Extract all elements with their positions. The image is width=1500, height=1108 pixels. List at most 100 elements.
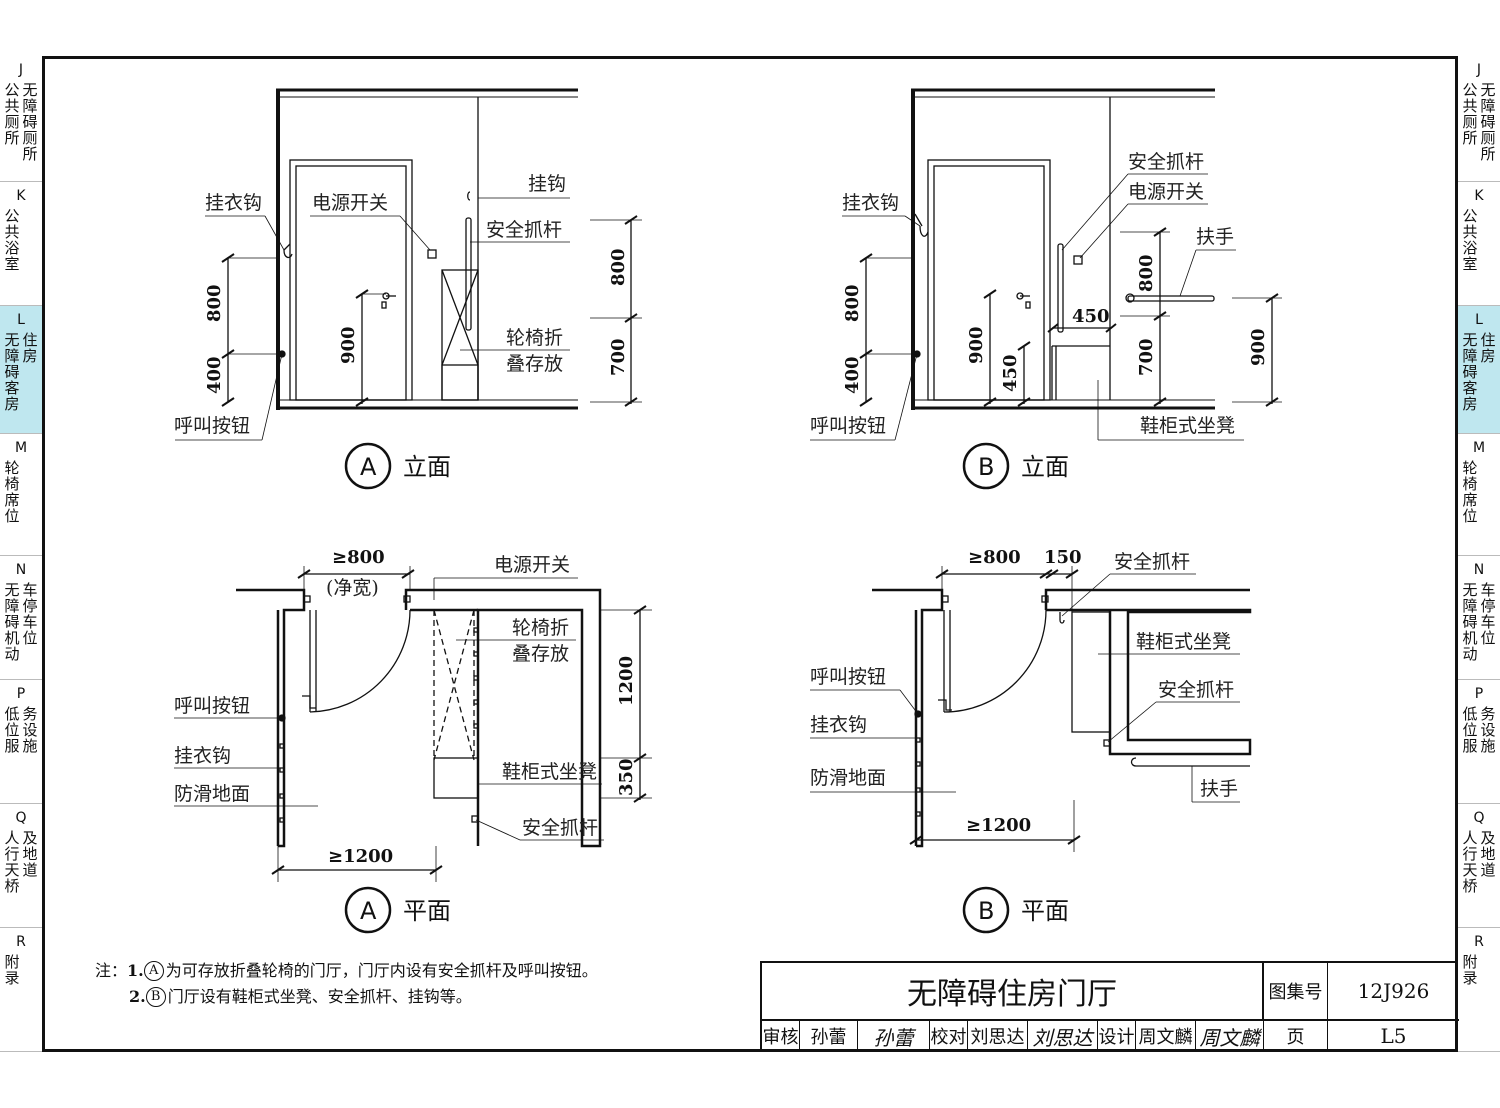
section-tab-label-2: 务设施 [22,705,38,755]
plan-a-caption-circle [344,886,392,934]
section-tab-label: 轮椅席位 [1462,459,1478,525]
section-tab-letter: P [16,686,26,702]
elev-b-handrail-label: 扶手 [1196,226,1234,248]
section-tab-letter: R [16,934,26,950]
plan-a-width-800: ≥800 [332,547,385,568]
elev-b-power-switch-label: 电源开关 [1128,181,1204,203]
atlas-number: 12J926 [1328,963,1459,1021]
checker-name: 刘思达 [968,1021,1028,1051]
plan-b-antislip-label: 防滑地面 [810,767,886,789]
section-tab-label-2: 及地道 [22,829,38,879]
section-tab-label-2: 无障碍厕所 [22,81,38,163]
elev-a-dim-800-left: 800 [204,284,225,322]
section-tab-letter: Q [1473,810,1485,826]
designer-signature: 周文麟 [1196,1021,1264,1051]
section-tab-p[interactable]: P 低位服务设施 [0,680,42,804]
plan-a-coat-hook-label: 挂衣钩 [174,745,231,767]
section-tab-label: 轮椅席位 [4,459,20,525]
plan-a-caption: 平面 [403,897,451,925]
section-tab-n[interactable]: N 无障碍机动车停车位 [0,556,42,680]
section-tab-label-2: 车停车位 [22,581,38,647]
elev-a-call-button-label: 呼叫按钮 [174,415,250,437]
plan-b-width-800: ≥800 [968,547,1021,568]
plan-a-call-button-label: 呼叫按钮 [174,695,250,717]
section-tab-label: 附录 [1462,953,1478,987]
plan-a-wheelchair-label-2: 叠存放 [512,643,569,665]
review-label: 审核 [762,1021,800,1051]
elev-b-dim-800-left: 800 [842,284,863,322]
plan-a-net-width: (净宽) [326,577,379,599]
plan-a [174,566,652,882]
section-tab-label: 人行天桥 [1462,829,1478,895]
elev-a-caption-letter: A [360,453,377,481]
plan-a-antislip-label: 防滑地面 [174,783,250,805]
section-tab-k[interactable]: K 公共浴室 [1458,182,1500,306]
designer-name: 周文麟 [1136,1021,1196,1051]
section-tab-letter: K [1474,188,1484,204]
section-tab-m[interactable]: M 轮椅席位 [1458,434,1500,556]
section-tab-r[interactable]: R 附录 [1458,928,1500,1052]
plan-a-width-1200: ≥1200 [328,846,393,867]
notes-prefix: 注： [95,961,128,980]
elev-a-dim-900: 900 [338,326,359,364]
elev-b-caption-letter: B [978,453,994,481]
elev-a-dim-700: 700 [608,338,629,376]
plan-a-shoe-bench-label: 鞋柜式坐凳 [502,761,597,783]
section-tab-letter: N [1473,562,1485,578]
plan-a-grab-bar-label: 安全抓杆 [522,817,598,839]
section-tab-letter: R [1474,934,1484,950]
plan-a-wheelchair-label-1: 轮椅折 [512,617,569,639]
section-tab-label-2: 车停车位 [1480,581,1496,647]
section-tab-label: 低位服 [1462,705,1478,755]
elev-a-caption-circle [344,442,392,490]
elev-a-dim-400: 400 [204,356,225,394]
elev-a-caption: 立面 [403,453,451,481]
drawing-title: 无障碍住房门厅 [762,963,1264,1021]
section-tab-label: 公共浴室 [1462,207,1478,273]
note-1-number: 1. [127,961,144,980]
check-label: 校对 [930,1021,968,1051]
section-tab-label: 附录 [4,953,20,987]
note-1-circle: A [143,961,164,981]
section-tab-q[interactable]: Q 人行天桥及地道 [1458,804,1500,928]
section-tab-letter: N [15,562,27,578]
note-1: 注： 1. A 为可存放折叠轮椅的门厅，门厅内设有安全抓杆及呼叫按钮。 [95,958,598,984]
section-tab-letter: M [1472,440,1486,456]
section-tab-label: 无障碍客房 [4,331,20,413]
plan-a-power-switch-label: 电源开关 [494,554,570,576]
elev-b-grab-bar-label: 安全抓杆 [1128,151,1204,173]
section-tab-label: 低位服 [4,705,20,755]
section-tab-label: 公共厕所 [1462,81,1478,147]
section-tab-label: 无障碍客房 [1462,331,1478,413]
section-tab-r[interactable]: R 附录 [0,928,42,1052]
note-2: 2. B 门厅设有鞋柜式坐凳、安全抓杆、挂钩等。 [95,984,598,1010]
elev-a-grab-bar-label: 安全抓杆 [486,219,562,241]
checker-signature: 刘思达 [1028,1021,1098,1051]
plan-b-grab-bar-top-label: 安全抓杆 [1114,551,1190,573]
section-tab-label: 无障碍机动 [4,581,20,663]
elev-a-coat-hook-label: 挂衣钩 [205,192,262,214]
plan-a-dim-1200: 1200 [616,656,637,706]
title-block: 无障碍住房门厅 图集号 12J926 审核 孙蕾 孙蕾 校对 刘思达 刘思达 设… [760,961,1459,1051]
note-1-text: 为可存放折叠轮椅的门厅，门厅内设有安全抓杆及呼叫按钮。 [165,961,598,980]
note-2-number: 2. [129,987,146,1006]
elev-b-shoe-bench-label: 鞋柜式坐凳 [1140,415,1235,437]
elev-b-dim-450-vertical: 450 [1000,354,1021,392]
section-tab-letter: J [18,62,24,78]
notes: 注： 1. A 为可存放折叠轮椅的门厅，门厅内设有安全抓杆及呼叫按钮。 2. B… [95,958,598,1010]
elev-b-caption: 立面 [1021,453,1069,481]
plan-a-caption-letter: A [360,897,377,925]
plan-b-call-button-label: 呼叫按钮 [810,666,886,688]
section-tab-label-2: 住房 [22,331,38,365]
section-tab-label: 公共浴室 [4,207,20,273]
section-tab-label-2: 及地道 [1480,829,1496,879]
